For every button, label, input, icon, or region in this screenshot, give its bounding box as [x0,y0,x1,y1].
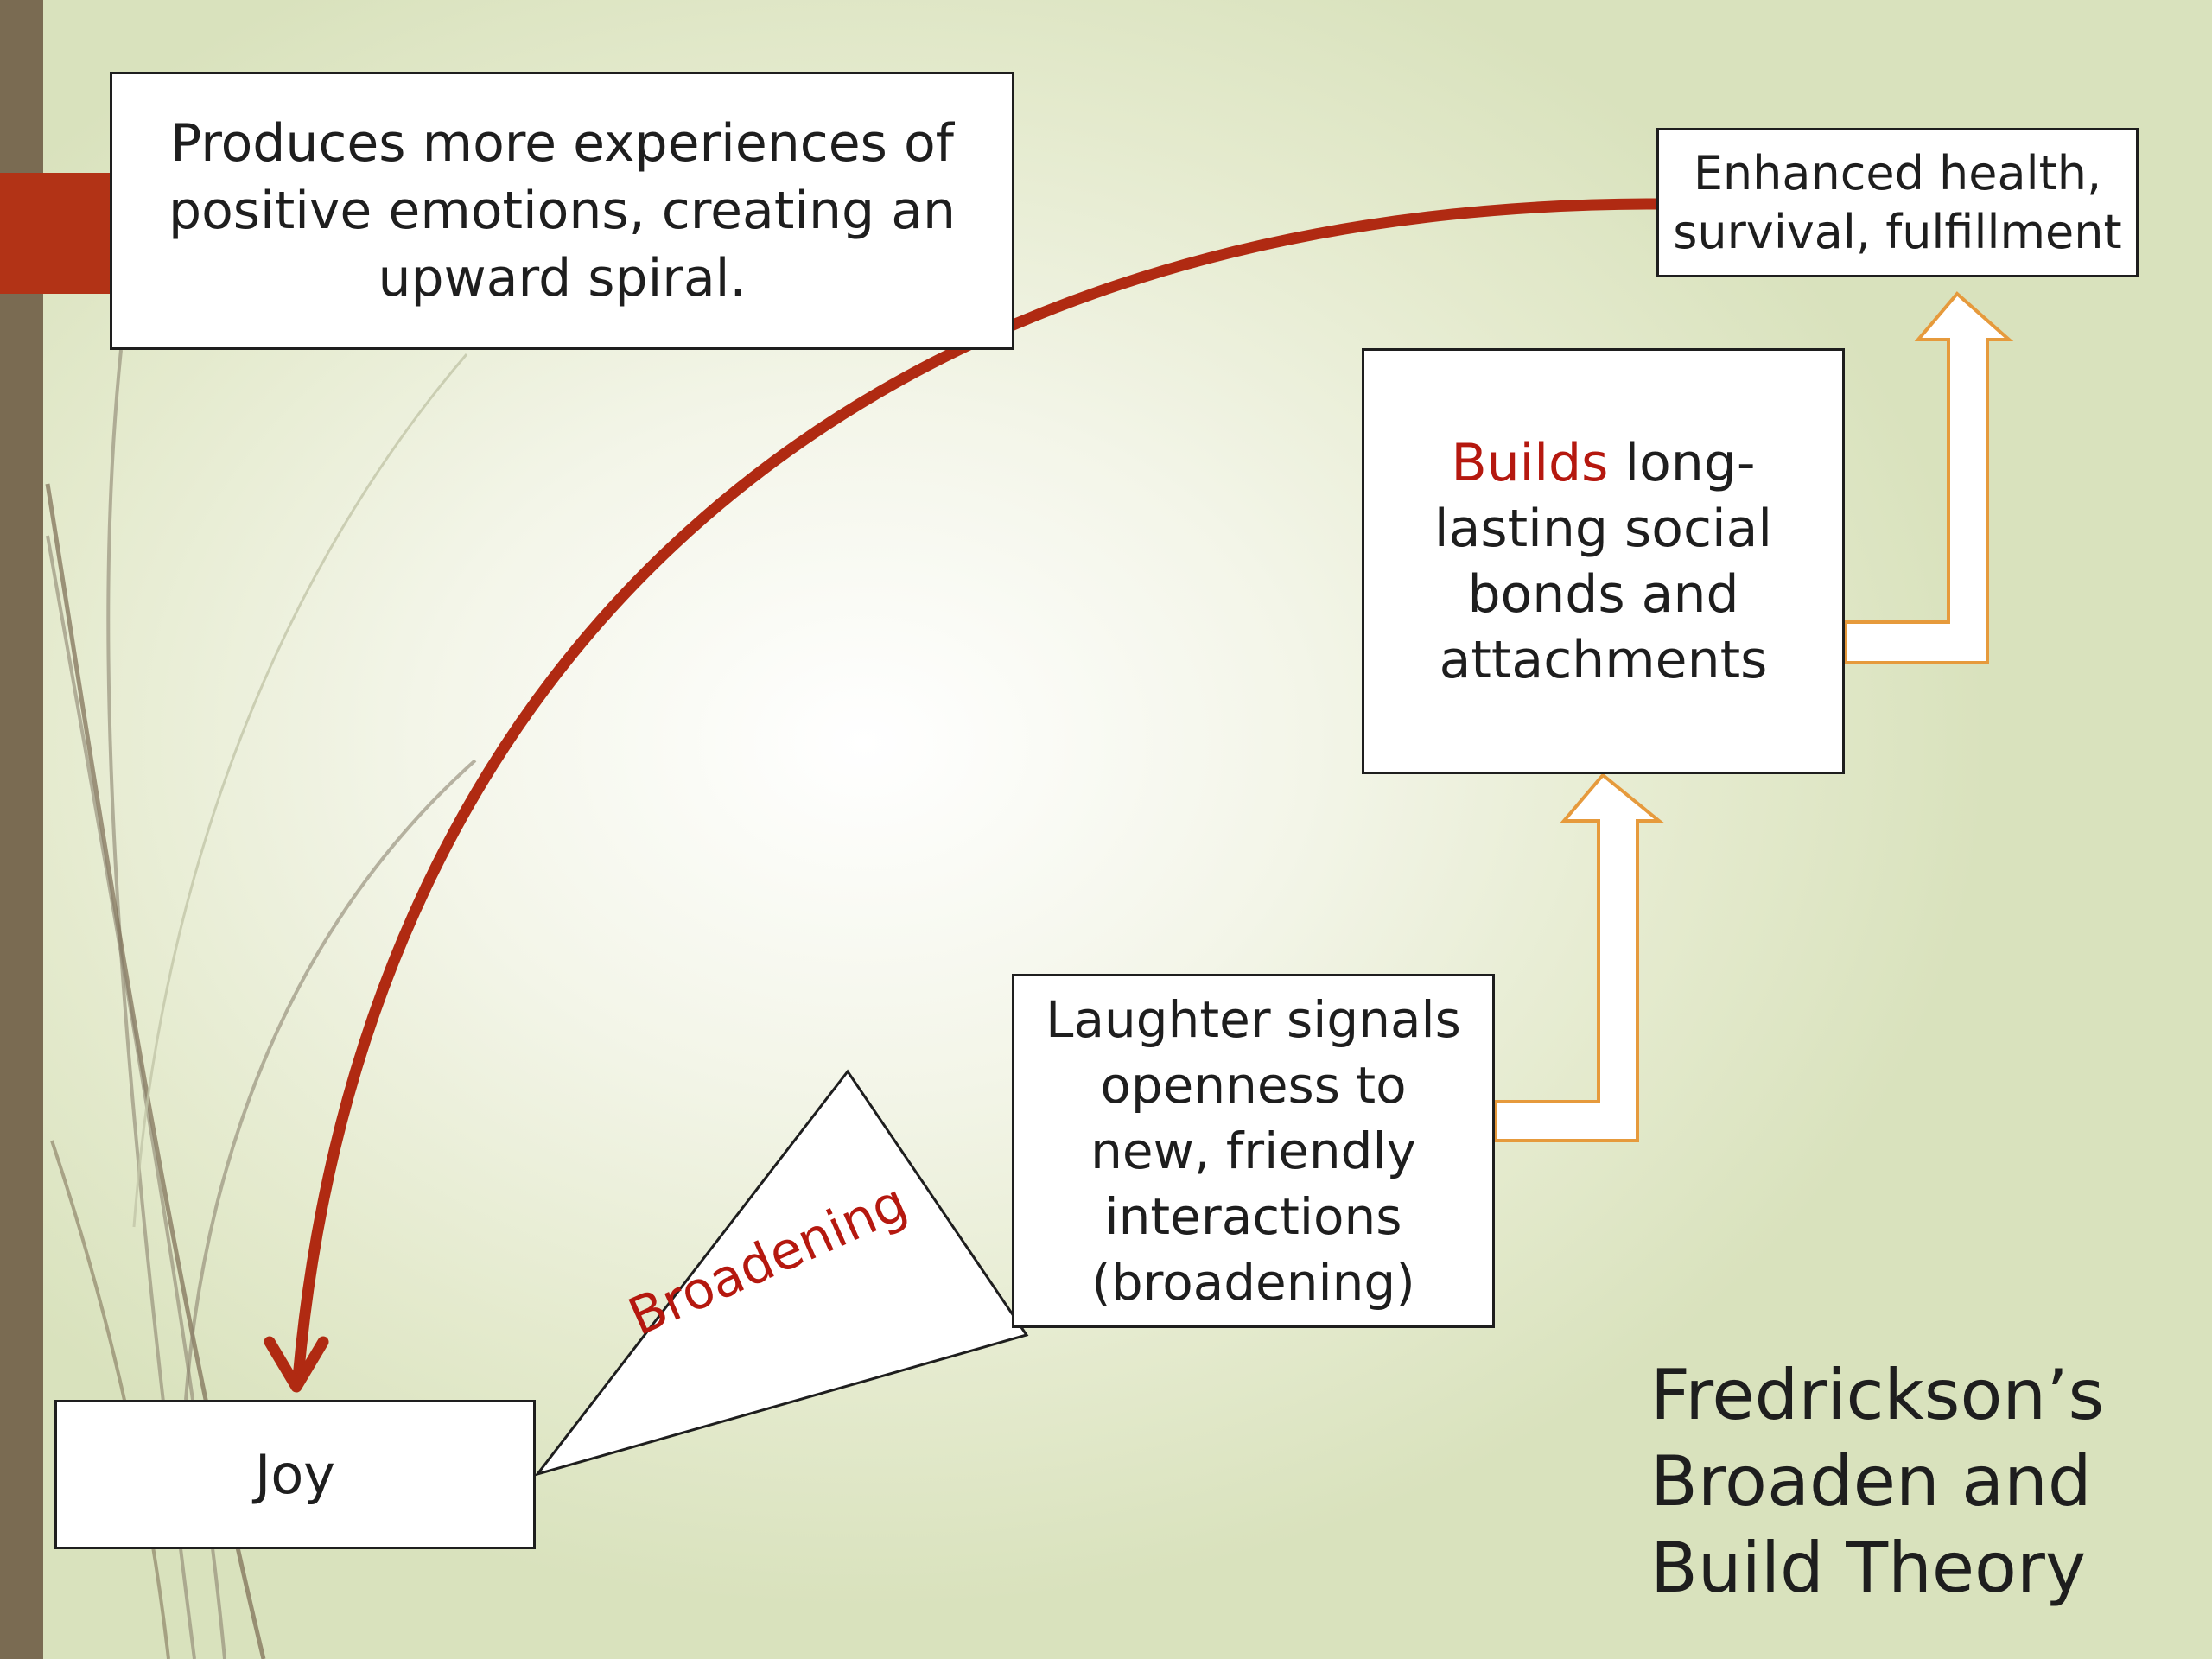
spiral-line-3: upward spiral. [378,248,747,308]
slide-title: Fredrickson’s Broaden and Build Theory [1650,1352,2169,1611]
joy-label: Joy [255,1443,335,1506]
title-line-2: Broaden and [1650,1441,2092,1522]
health-text: Enhanced health, survival, fulfillment [1673,144,2121,262]
health-line-1: Enhanced health, [1693,145,2102,200]
broadening-wedge [534,1069,1029,1477]
spiral-line-1: Produces more experiences of [170,113,954,174]
laughter-line-2: openness to [1100,1056,1407,1115]
accent-tab [0,173,112,294]
laughter-line-3: new, friendly [1090,1122,1416,1180]
title-line-3: Build Theory [1650,1528,2087,1608]
health-box: Enhanced health, survival, fulfillment [1656,128,2139,277]
joy-box: Joy [54,1400,536,1549]
health-line-2: survival, fulfillment [1673,204,2122,259]
spiral-text: Produces more experiences of positive em… [168,110,956,312]
builds-text: Builds long- lasting social bonds and at… [1434,430,1772,693]
spiral-line-2: positive emotions, creating an [168,181,956,241]
title-line-1: Fredrickson’s [1650,1355,2105,1435]
builds-line-1-rest: long- [1608,432,1756,493]
builds-line-4: attachments [1439,629,1768,690]
builds-keyword: Builds [1451,432,1609,493]
laughter-line-5: (broadening) [1091,1253,1415,1312]
laughter-text: Laughter signals openness to new, friend… [1046,987,1461,1315]
laughter-line-4: interactions [1104,1187,1402,1246]
up-arrow-icon [1493,772,1664,1142]
up-arrow-icon [1843,291,2014,664]
builds-box: Builds long- lasting social bonds and at… [1362,348,1845,774]
builds-line-3: bonds and [1467,563,1739,625]
spiral-box: Produces more experiences of positive em… [110,72,1014,350]
laughter-box: Laughter signals openness to new, friend… [1012,974,1495,1328]
arrowhead-icon [264,1336,329,1393]
curved-arrow-icon [292,198,1662,1384]
builds-line-2: lasting social [1433,498,1773,559]
laughter-line-1: Laughter signals [1046,990,1461,1049]
builds-line-1: Builds long- [1434,430,1772,496]
